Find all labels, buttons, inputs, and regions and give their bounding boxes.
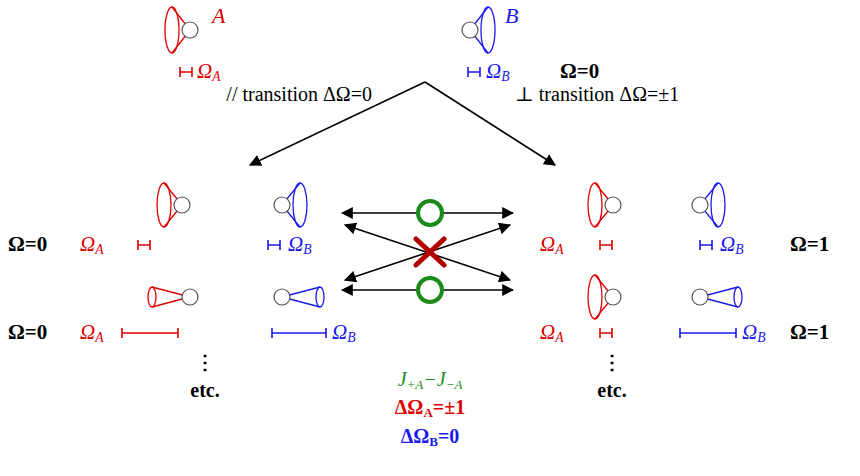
projection-label: ΩB [720,232,744,259]
selection-rule: ΔΩB=0 [401,424,460,450]
omega-value: Ω=0 [560,59,599,84]
cone-pair [588,183,725,227]
nucleus [605,197,621,213]
nucleus [605,289,621,305]
nucleus [462,22,478,38]
etc-label: etc. [597,378,626,402]
projection-label: ΩA [197,59,221,86]
cone-pair [148,287,324,307]
transition-label: // transition ΔΩ=0 [226,82,372,106]
projection-label: ΩB [288,232,312,259]
projection-bar [180,67,480,77]
forbidden-mark [416,239,444,265]
nucleus [692,197,708,213]
nucleus [174,197,190,213]
omega-value: Ω=0 [8,232,47,257]
cone-pair [157,183,307,227]
nucleus [182,289,198,305]
allowed-mark [418,278,442,302]
etc-label: etc. [190,378,219,402]
omega-value: Ω=1 [790,320,829,345]
projection-bar [122,240,736,338]
projection-label: ΩB [486,59,510,86]
nucleus [274,289,290,305]
projection-label: ΩB [742,320,766,347]
atom-label: B [505,3,518,29]
projection-label: ΩA [80,232,104,259]
nucleus [692,289,708,305]
cone-pair [588,275,742,319]
projection-label: ΩA [540,232,564,259]
omega-value: Ω=1 [790,232,829,257]
projection-label: ΩA [80,320,104,347]
atom-label: A [212,3,225,29]
operator-label: J+A−J−A [398,367,463,393]
ellipsis: ⋮ [195,350,215,374]
allowed-mark [418,201,442,225]
omega-value: Ω=0 [8,320,47,345]
nucleus [182,22,198,38]
projection-label: ΩB [332,320,356,347]
ellipsis: ⋮ [602,350,622,374]
projection-label: ΩA [540,320,564,347]
transition-label: ⊥ transition ΔΩ=±1 [515,82,679,106]
selection-rule: ΔΩA=±1 [395,395,465,421]
nucleus [274,197,290,213]
